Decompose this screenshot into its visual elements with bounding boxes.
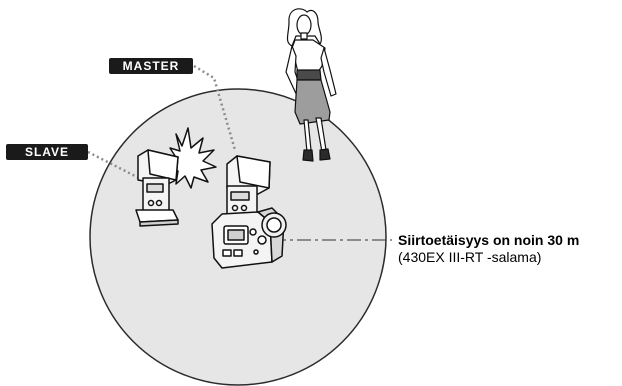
camera-icon: [212, 208, 286, 268]
range-note: (430EX III-RT -salama): [398, 249, 541, 265]
slave-label: SLAVE: [6, 144, 88, 160]
range-title: Siirtoetäisyys on noin 30 m: [398, 232, 579, 248]
master-label: MASTER: [109, 58, 193, 74]
